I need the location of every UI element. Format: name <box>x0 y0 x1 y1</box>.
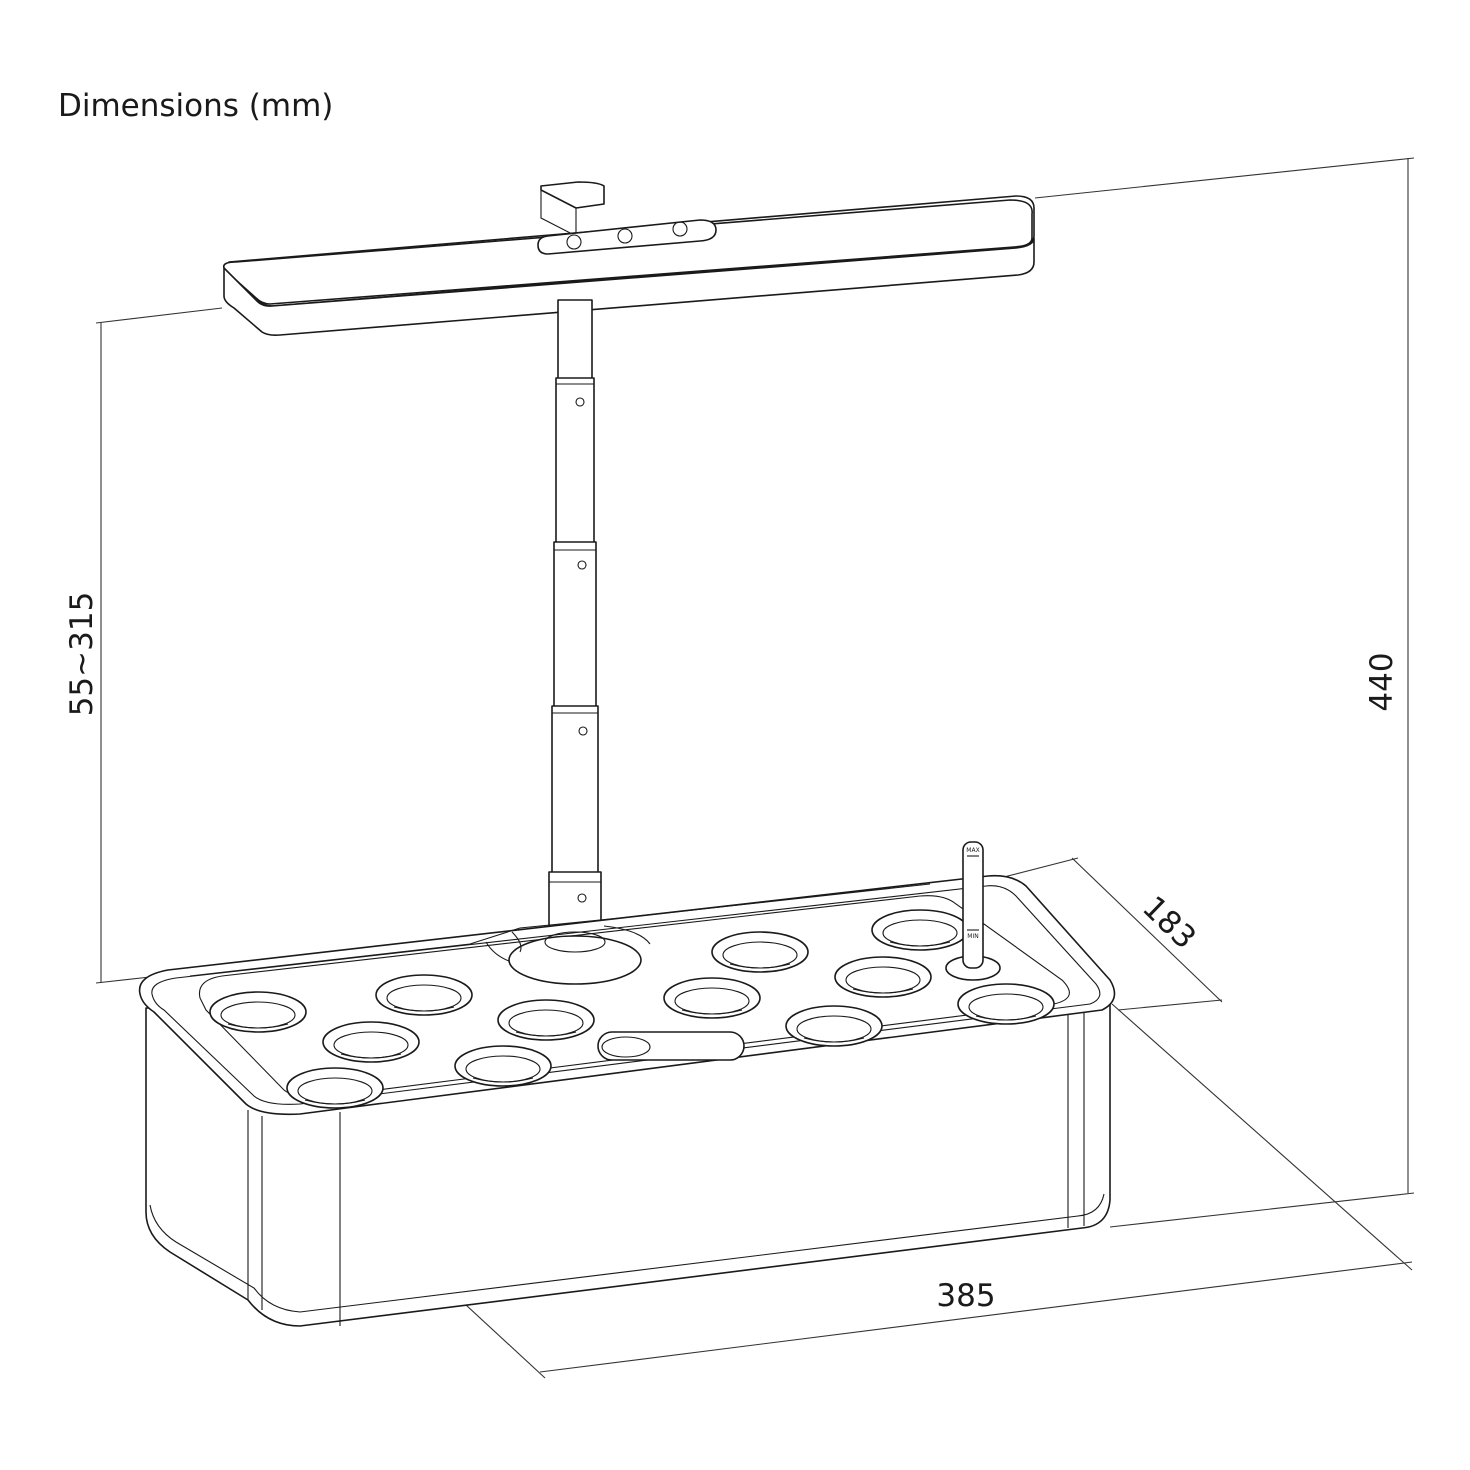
plant-mode-icon <box>617 228 633 244</box>
total-height-label: 440 <box>1364 652 1400 711</box>
pod-hole <box>375 974 473 1016</box>
page-title: Dimensions (mm) <box>58 88 334 124</box>
pod-hole <box>663 977 761 1019</box>
control-buttons <box>566 221 688 250</box>
length-label: 385 <box>936 1278 995 1314</box>
gauge-max-label: MAX <box>966 847 979 854</box>
telescopic-pole <box>548 299 602 949</box>
pod-hole <box>322 1021 420 1063</box>
lamp-head <box>222 181 1035 336</box>
depth-label: 183 <box>1135 889 1203 956</box>
pod-hole <box>785 1005 883 1047</box>
pod-hole <box>286 1067 384 1109</box>
pole-pin <box>578 726 588 736</box>
gauge-min-label: MIN <box>967 933 978 940</box>
plant-pods <box>209 909 1055 1109</box>
pole-pin <box>577 560 587 570</box>
pod-hole <box>209 991 307 1033</box>
pod-hole <box>834 956 932 998</box>
pod-hole <box>957 983 1055 1025</box>
pod-hole <box>871 909 969 951</box>
pod-hole <box>454 1045 552 1087</box>
pole-pin <box>577 893 587 903</box>
power-icon <box>566 234 582 250</box>
pole-pin <box>575 397 585 407</box>
timer-icon <box>672 221 688 237</box>
pod-hole <box>497 999 595 1041</box>
water-level-window <box>597 1031 745 1061</box>
lamp-height-label: 55~315 <box>64 592 100 717</box>
pod-hole <box>711 931 809 973</box>
water-level-gauge: MAX MIN <box>945 841 1001 981</box>
